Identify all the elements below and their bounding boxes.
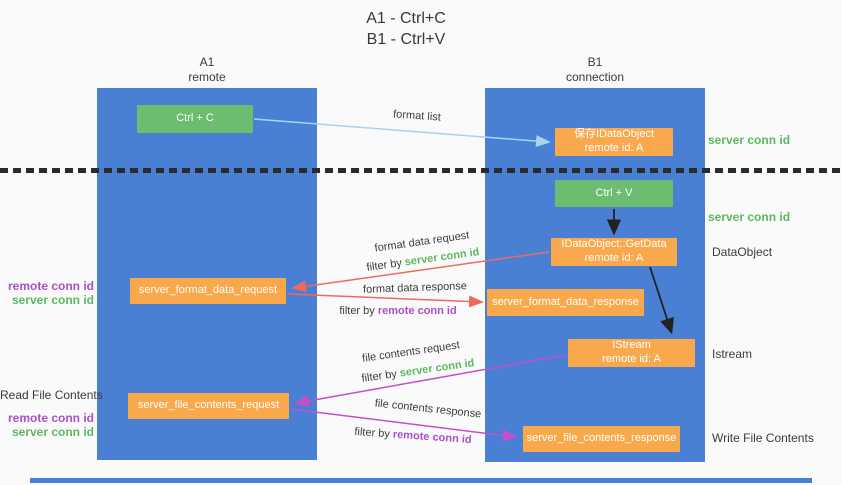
filter-prefix: filter by bbox=[360, 368, 398, 385]
lane-header-a1: A1 remote bbox=[147, 55, 267, 85]
node-ctrl-v-label: Ctrl + V bbox=[595, 186, 633, 199]
annotation-server-conn-id-left-bottom: server conn id bbox=[11, 425, 94, 439]
node-istream: IStream remote id: A bbox=[568, 339, 695, 367]
node-istream-label: IStream bbox=[612, 339, 651, 352]
lane-a1-name: A1 bbox=[199, 55, 215, 69]
lane-header-b1: B1 connection bbox=[535, 55, 655, 85]
label-format-data-response-filter: filter by remote conn id bbox=[328, 305, 468, 317]
dashed-boundary-divider bbox=[0, 168, 842, 173]
annotation-server-conn-id-left-top: server conn id bbox=[11, 293, 94, 307]
annotation-remote-conn-id-bottom: remote conn id bbox=[7, 411, 94, 425]
annotation-istream: Istream bbox=[712, 347, 753, 361]
annotation-remote-conn-id-top: remote conn id bbox=[7, 279, 94, 293]
node-ctrl-v: Ctrl + V bbox=[555, 180, 673, 207]
node-save-idataobject: 保存IDataObject remote id: A bbox=[555, 128, 673, 156]
filter-id-server-conn-id: server conn id bbox=[398, 357, 476, 380]
node-save-idataobject-label: 保存IDataObject bbox=[573, 128, 655, 141]
lane-a1-subtitle: remote bbox=[188, 70, 226, 84]
label-format-data-response: format data response bbox=[362, 280, 468, 296]
lane-b1-name: B1 bbox=[587, 55, 603, 69]
filter-id-remote-conn-id: remote conn id bbox=[377, 305, 457, 317]
annotation-write-file-contents: Write File Contents bbox=[712, 431, 814, 445]
node-server-format-data-response-label: server_format_data_response bbox=[492, 295, 639, 308]
node-server-file-contents-request-label: server_file_contents_request bbox=[137, 399, 280, 412]
annotation-server-conn-id-top: server conn id bbox=[708, 133, 791, 147]
title-line-1: A1 - Ctrl+C bbox=[366, 10, 446, 27]
bottom-window-edge bbox=[30, 478, 812, 483]
title-line-2: B1 - Ctrl+V bbox=[366, 31, 446, 49]
node-ctrl-c: Ctrl + C bbox=[137, 105, 253, 133]
node-server-file-contents-response-label: server_file_contents_response bbox=[526, 432, 677, 445]
annotation-server-conn-id-mid: server conn id bbox=[708, 210, 791, 224]
node-ctrl-c-label: Ctrl + C bbox=[176, 112, 214, 125]
node-istream-sublabel: remote id: A bbox=[602, 353, 661, 365]
filter-prefix: filter by bbox=[354, 425, 391, 441]
annotation-dataobject: DataObject bbox=[712, 245, 773, 259]
node-server-format-data-request: server_format_data_request bbox=[130, 278, 286, 304]
lane-b1-subtitle: connection bbox=[565, 70, 625, 84]
node-server-format-data-response: server_format_data_response bbox=[487, 289, 644, 316]
node-server-file-contents-request: server_file_contents_request bbox=[128, 393, 289, 419]
node-save-idataobject-sublabel: remote id: A bbox=[584, 142, 644, 154]
node-idataobject-getdata: IDataObject::GetData remote id: A bbox=[551, 238, 677, 266]
node-getdata-label: IDataObject::GetData bbox=[561, 238, 667, 251]
label-file-contents-response-filter: filter by remote conn id bbox=[343, 425, 483, 447]
filter-prefix: filter by bbox=[339, 305, 375, 317]
node-server-file-contents-response: server_file_contents_response bbox=[523, 426, 680, 452]
filter-id-remote-conn-id: remote conn id bbox=[392, 428, 472, 447]
node-getdata-sublabel: remote id: A bbox=[584, 252, 644, 264]
node-server-format-data-request-label: server_format_data_request bbox=[138, 284, 278, 297]
annotation-read-file-contents: Read File Contents bbox=[0, 388, 103, 402]
filter-id-server-conn-id: server conn id bbox=[403, 246, 481, 269]
filter-prefix: filter by bbox=[365, 257, 403, 274]
label-format-list: format list bbox=[392, 108, 442, 124]
label-file-contents-response: file contents response bbox=[374, 397, 482, 421]
diagram-title: A1 - Ctrl+C B1 - Ctrl+V bbox=[366, 8, 446, 50]
